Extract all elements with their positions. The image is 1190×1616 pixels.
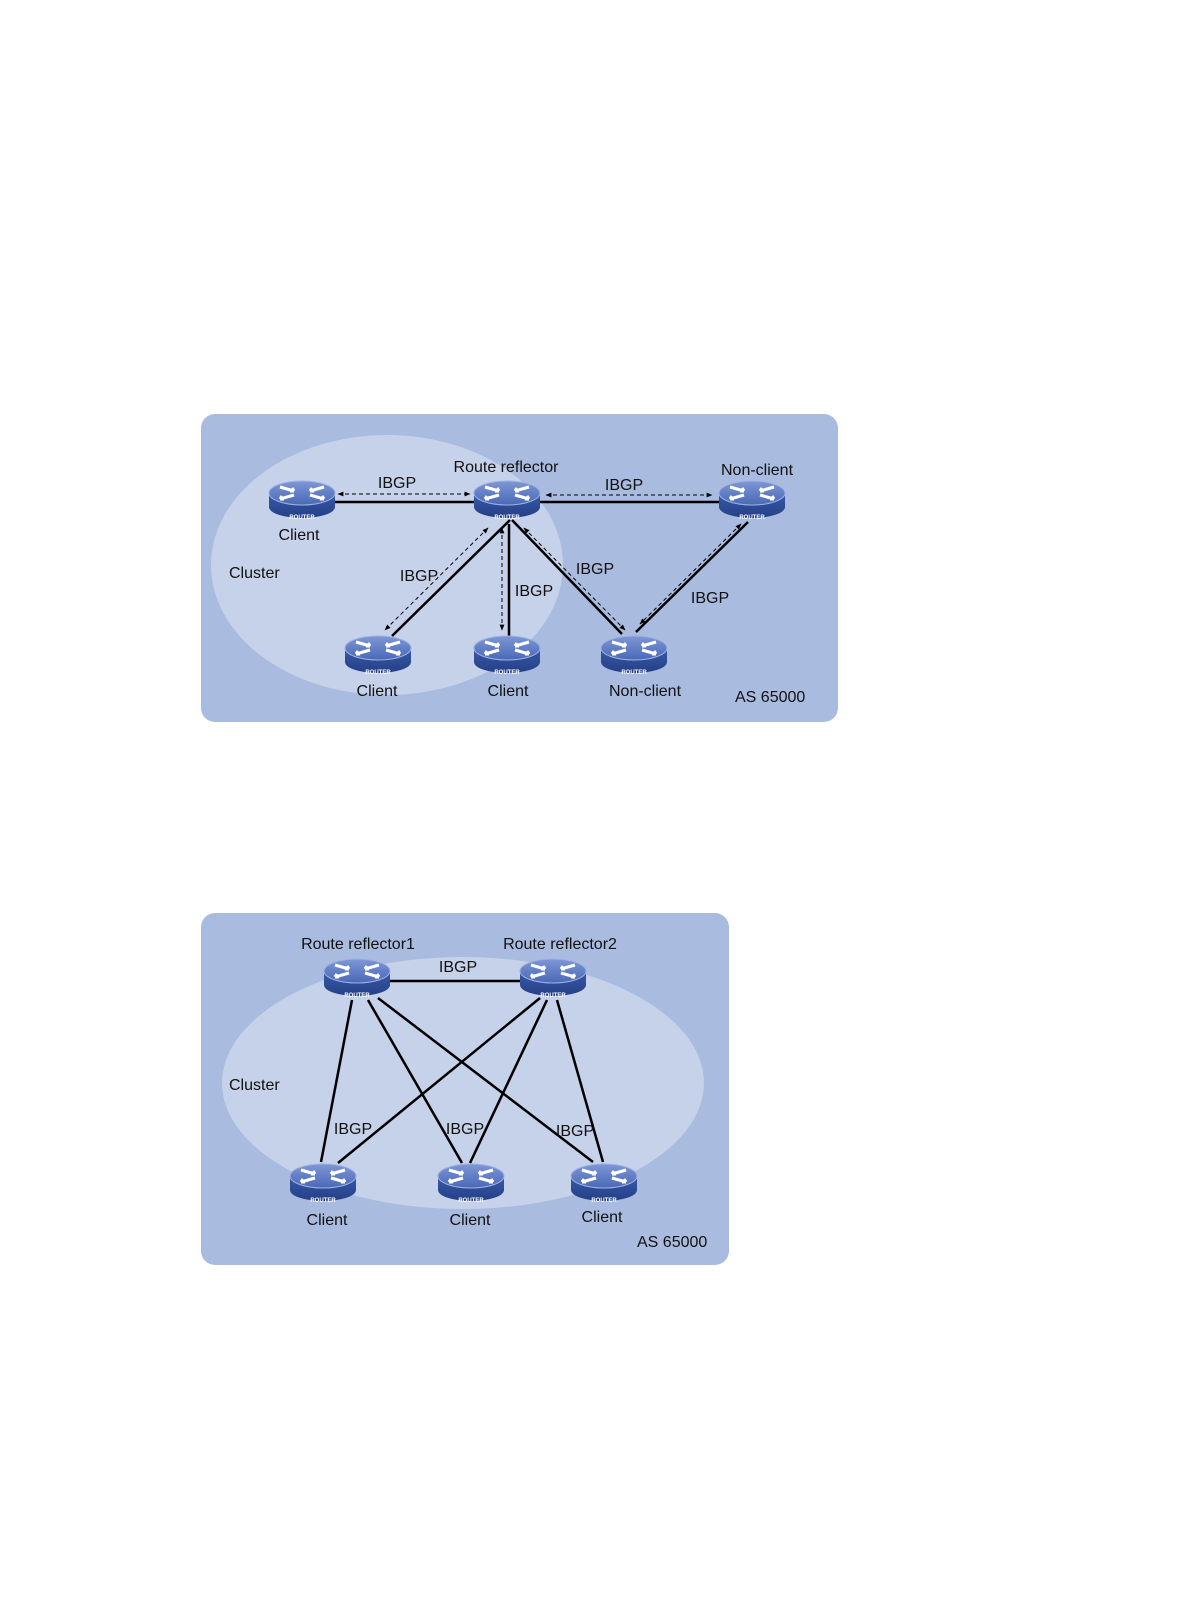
label-ibgp: IBGP: [515, 583, 553, 600]
label-ibgp: IBGP: [576, 561, 614, 578]
svg-text:ROUTER: ROUTER: [739, 515, 765, 521]
label-ibgp: IBGP: [605, 477, 643, 494]
diagram-2: ROUTER ROUTER ROUTER ROUTER ROUTER Route…: [201, 913, 729, 1265]
svg-text:ROUTER: ROUTER: [591, 1198, 617, 1204]
label-cluster: Cluster: [229, 565, 280, 582]
label-ibgp: IBGP: [446, 1121, 484, 1138]
label-ibgp: IBGP: [556, 1123, 594, 1140]
svg-text:ROUTER: ROUTER: [540, 993, 566, 999]
label-route-reflector2: Route reflector2: [503, 936, 617, 953]
label-ibgp: IBGP: [378, 475, 416, 492]
diagram-1: ROUTER ROUTER ROUTER ROUTER ROUTER ROUTE…: [201, 414, 838, 722]
label-client: Client: [307, 1212, 348, 1229]
svg-text:ROUTER: ROUTER: [289, 515, 315, 521]
svg-text:ROUTER: ROUTER: [494, 670, 520, 676]
svg-text:ROUTER: ROUTER: [310, 1198, 336, 1204]
label-client: Client: [488, 683, 529, 700]
label-as: AS 65000: [637, 1234, 707, 1251]
svg-text:ROUTER: ROUTER: [494, 515, 520, 521]
label-client: Client: [450, 1212, 491, 1229]
label-client: Client: [582, 1209, 623, 1226]
svg-text:ROUTER: ROUTER: [365, 670, 391, 676]
svg-text:ROUTER: ROUTER: [344, 993, 370, 999]
label-non-client: Non-client: [609, 683, 682, 700]
label-ibgp: IBGP: [334, 1121, 372, 1138]
label-non-client: Non-client: [721, 462, 794, 479]
label-client: Client: [279, 527, 320, 544]
label-as: AS 65000: [735, 689, 805, 706]
label-ibgp: IBGP: [439, 959, 477, 976]
label-ibgp: IBGP: [691, 590, 729, 607]
svg-text:ROUTER: ROUTER: [458, 1198, 484, 1204]
svg-text:ROUTER: ROUTER: [621, 670, 647, 676]
label-route-reflector1: Route reflector1: [301, 936, 415, 953]
label-cluster: Cluster: [229, 1077, 280, 1094]
label-ibgp: IBGP: [400, 568, 438, 585]
label-client: Client: [357, 683, 398, 700]
label-route-reflector: Route reflector: [454, 459, 560, 476]
